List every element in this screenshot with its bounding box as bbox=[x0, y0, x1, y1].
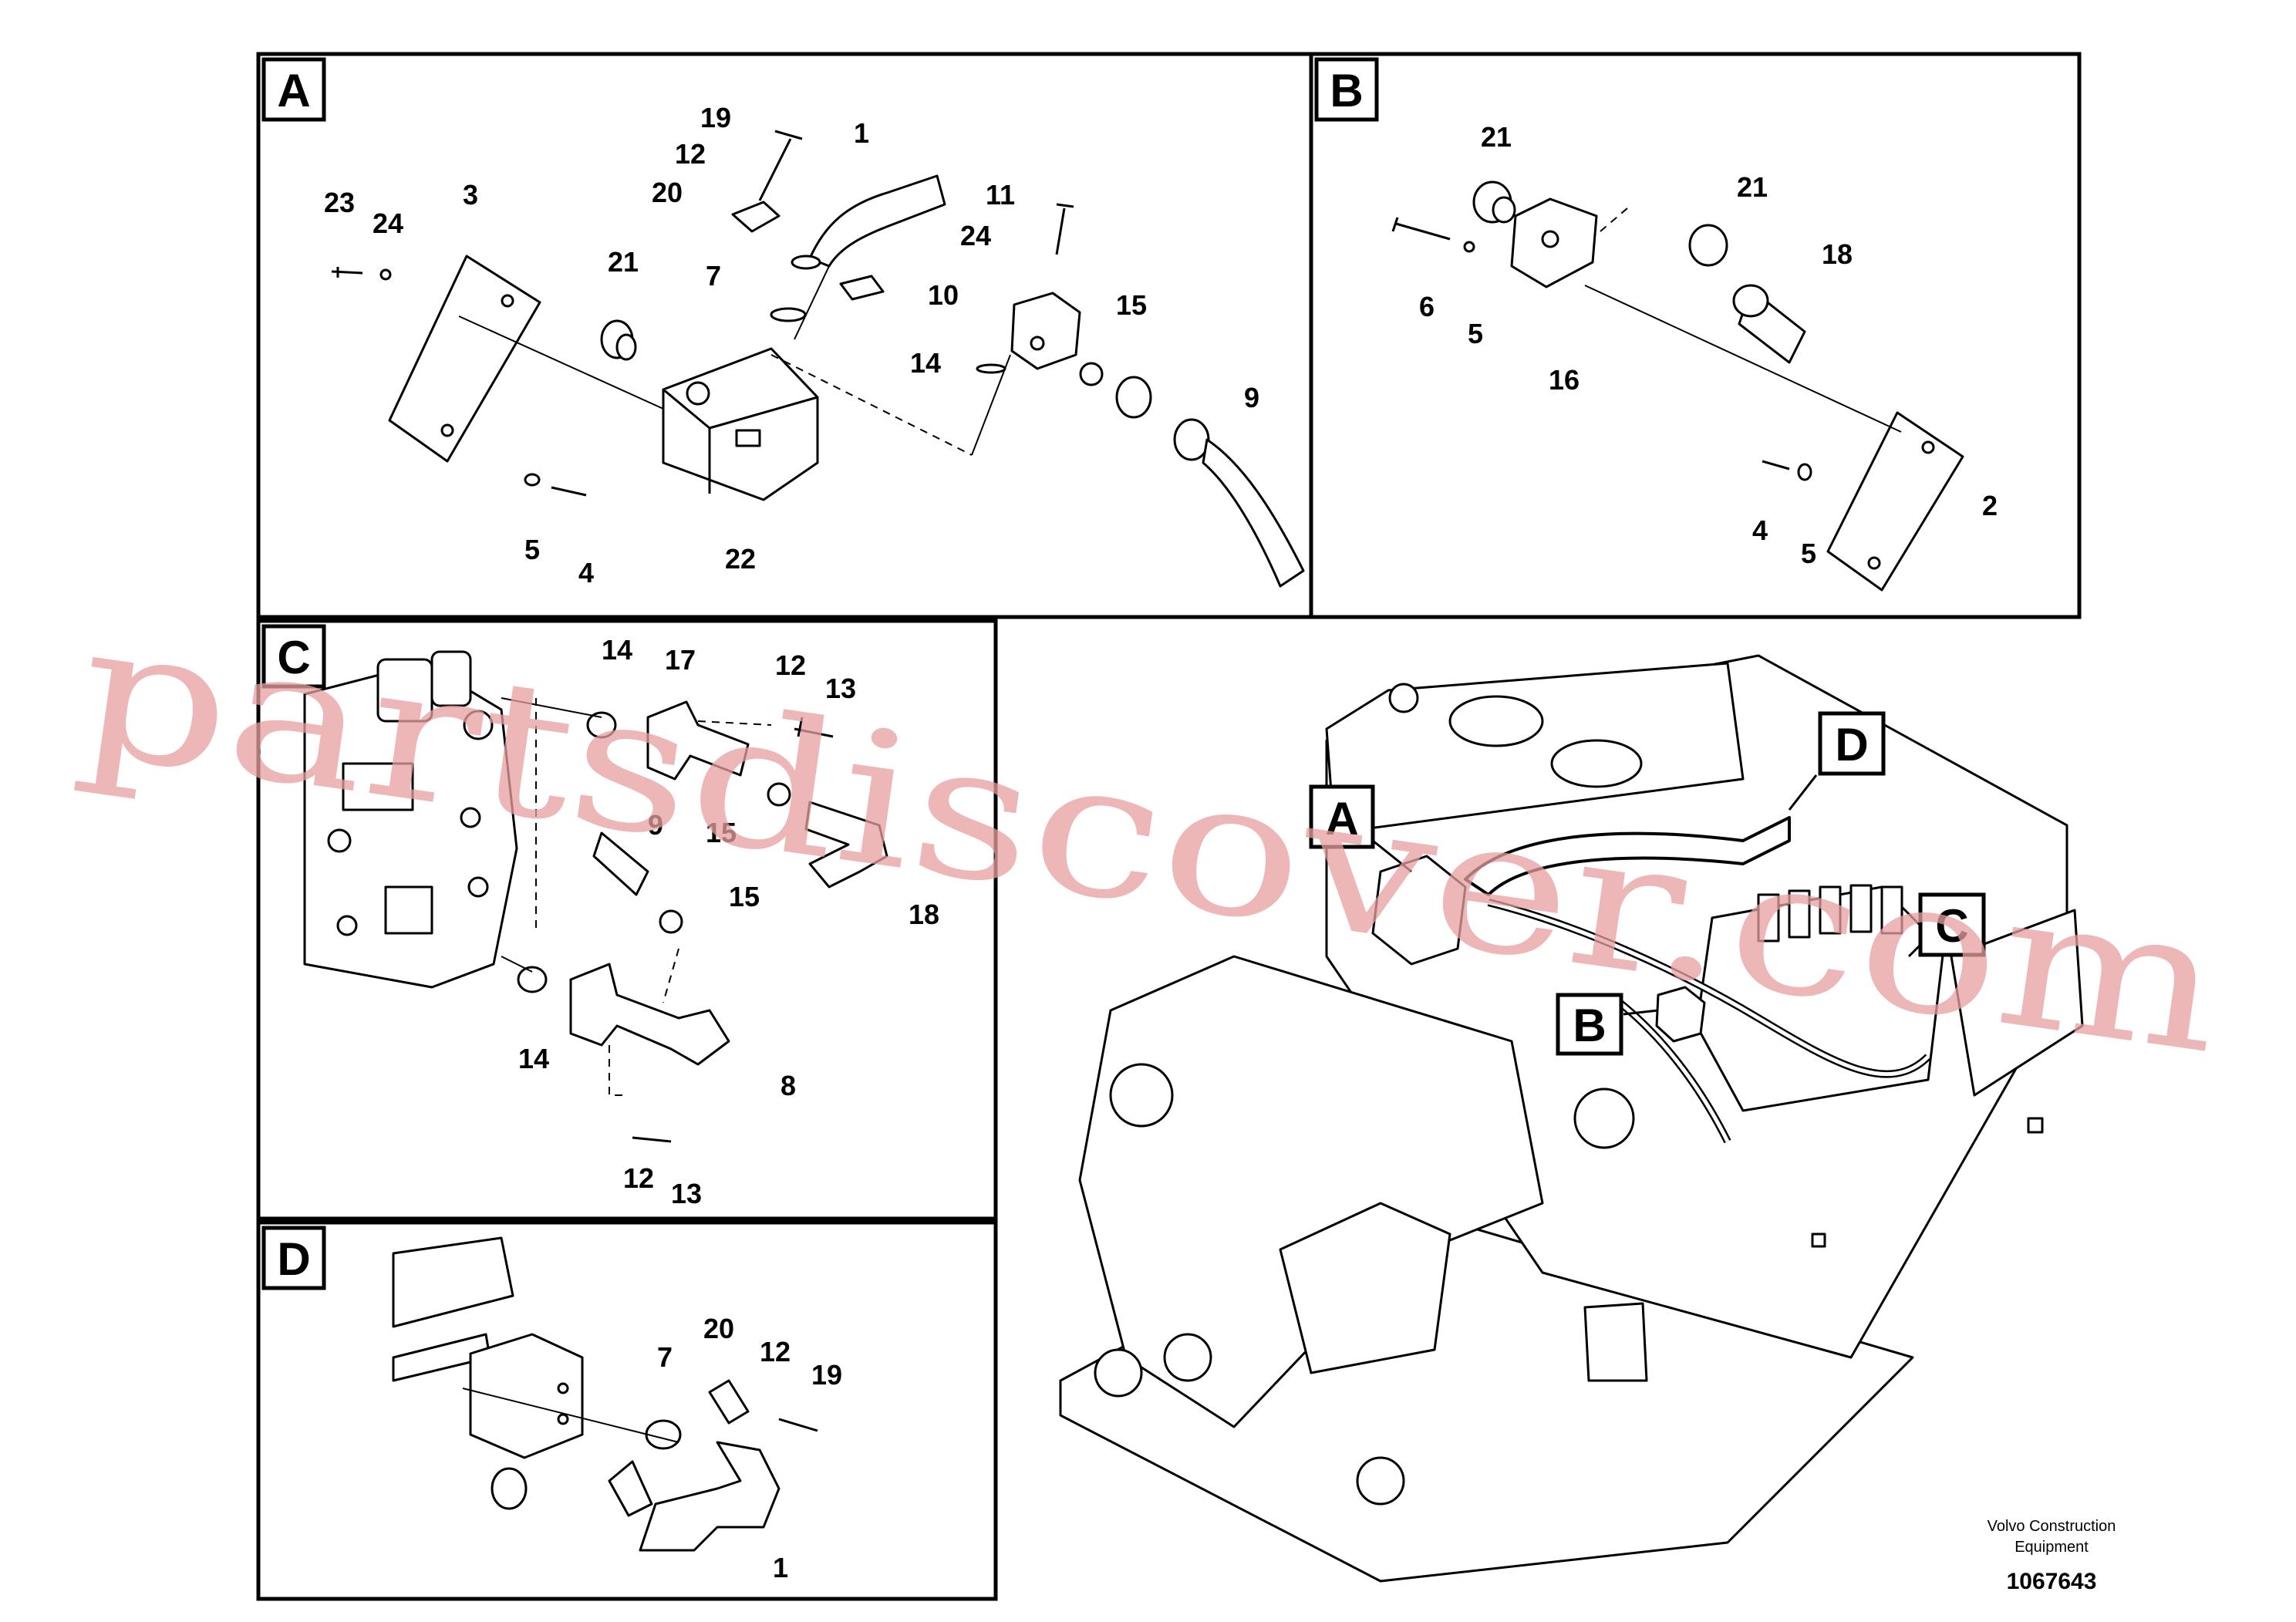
callout: 22 bbox=[725, 543, 756, 575]
callout: 15 bbox=[706, 817, 737, 848]
panel-a-letter: A bbox=[277, 65, 310, 116]
panel-b-drawing bbox=[1391, 180, 1964, 592]
callout: 12 bbox=[775, 649, 806, 681]
panel-b-letter: B bbox=[1330, 65, 1363, 116]
callout: 14 bbox=[518, 1043, 549, 1074]
callout: 4 bbox=[1752, 514, 1768, 546]
overview-tag-d: D bbox=[1818, 711, 1886, 776]
callout: 7 bbox=[657, 1341, 673, 1373]
panel-b-callouts: 21 21 18 6 5 16 4 5 2 bbox=[1419, 121, 1998, 569]
callout: 5 bbox=[1468, 318, 1483, 349]
callout: 18 bbox=[909, 899, 939, 930]
callout: 24 bbox=[373, 207, 403, 239]
panel-d-drawing bbox=[392, 1236, 818, 1552]
panel-c-frame bbox=[256, 619, 998, 1221]
panel-a-frame bbox=[256, 52, 1313, 619]
panel-a-callouts: 19 12 20 1 11 24 23 24 3 7 21 10 15 14 9… bbox=[324, 102, 1259, 588]
panel-c-callouts: 14 17 12 13 9 15 15 18 14 8 12 13 bbox=[518, 634, 939, 1209]
maker-line-1: Volvo Construction bbox=[1988, 1518, 2116, 1535]
svg-text:A: A bbox=[1325, 793, 1358, 845]
callout: 6 bbox=[1419, 291, 1435, 322]
callout: 19 bbox=[700, 102, 731, 133]
callout: 9 bbox=[1244, 382, 1259, 413]
callout: 12 bbox=[675, 138, 706, 170]
callout: 5 bbox=[524, 534, 540, 565]
figure-number: 1067643 bbox=[2007, 1569, 2097, 1594]
panel-a-drawing bbox=[331, 130, 1305, 588]
panel-letter-boxes: A B C D bbox=[261, 57, 1379, 1290]
panel-d-callouts: 20 7 12 19 1 bbox=[657, 1313, 842, 1583]
callout: 21 bbox=[1481, 121, 1512, 153]
callout: 15 bbox=[1116, 289, 1147, 321]
bracket-plate bbox=[388, 255, 541, 463]
callout: 23 bbox=[324, 187, 355, 218]
callout: 1 bbox=[773, 1552, 788, 1583]
callout: 24 bbox=[960, 220, 991, 251]
valve-body bbox=[662, 347, 819, 501]
callout: 15 bbox=[729, 881, 760, 912]
panel-d-letter-box: D bbox=[261, 1226, 326, 1290]
svg-text:C: C bbox=[1935, 900, 1968, 952]
panel-frames bbox=[256, 52, 2082, 1601]
overview-machine-drawing bbox=[1059, 654, 2084, 1583]
callout: 16 bbox=[1549, 364, 1580, 396]
hose-1 bbox=[808, 174, 946, 268]
callout: 9 bbox=[648, 809, 663, 841]
overview-tag-b: B bbox=[1556, 993, 1623, 1056]
callout: 12 bbox=[623, 1162, 654, 1194]
overview-tag-c: C bbox=[1918, 892, 1986, 957]
callout: 4 bbox=[578, 557, 594, 588]
svg-text:D: D bbox=[1835, 719, 1868, 771]
panel-d-letter: D bbox=[277, 1233, 310, 1285]
footer: Volvo Construction Equipment 1067643 bbox=[1988, 1518, 2116, 1594]
maker-line-2: Equipment bbox=[2014, 1539, 2089, 1556]
panel-b-frame bbox=[1309, 52, 2082, 619]
overview-tag-a: A bbox=[1309, 784, 1375, 849]
callout: 11 bbox=[986, 179, 1015, 211]
callout: 10 bbox=[928, 279, 959, 311]
callout: 8 bbox=[781, 1070, 796, 1101]
callout: 7 bbox=[706, 260, 721, 292]
callout: 14 bbox=[602, 634, 632, 666]
panel-c-drawing bbox=[303, 650, 888, 1143]
hose-routing bbox=[1464, 816, 1791, 896]
panel-a-letter-box: A bbox=[261, 57, 326, 122]
panel-c-letter: C bbox=[277, 632, 310, 683]
bracket-plate-2 bbox=[1826, 411, 1964, 592]
block-d bbox=[469, 1333, 584, 1459]
overview-tags: A B C D bbox=[1309, 711, 1986, 1056]
callout: 12 bbox=[760, 1336, 791, 1367]
callout: 5 bbox=[1801, 538, 1816, 569]
callout: 13 bbox=[825, 673, 856, 704]
callout: 20 bbox=[652, 177, 683, 208]
callout: 2 bbox=[1982, 490, 1998, 521]
svg-text:B: B bbox=[1573, 1000, 1606, 1051]
callout: 3 bbox=[463, 179, 478, 211]
callout: 21 bbox=[608, 246, 639, 278]
callout: 19 bbox=[811, 1359, 842, 1391]
panel-c-letter-box: C bbox=[261, 624, 326, 689]
panel-b-letter-box: B bbox=[1314, 57, 1379, 122]
block-10 bbox=[1010, 292, 1081, 370]
panel-d-frame bbox=[256, 1220, 998, 1601]
callout: 18 bbox=[1822, 238, 1853, 270]
callout: 17 bbox=[665, 644, 696, 676]
callout: 13 bbox=[671, 1178, 702, 1209]
callout: 14 bbox=[910, 347, 941, 379]
callout: 20 bbox=[703, 1313, 734, 1344]
callout: 21 bbox=[1737, 171, 1768, 203]
callout: 1 bbox=[854, 117, 869, 149]
